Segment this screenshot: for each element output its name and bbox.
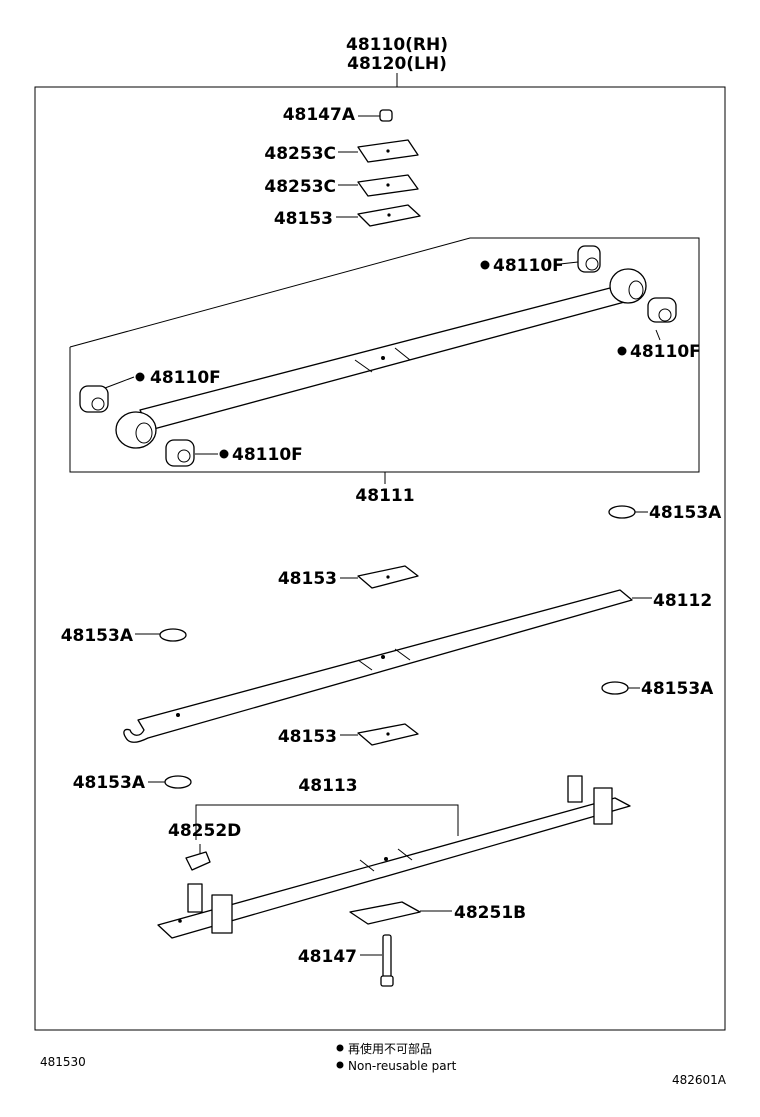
legend-text-jp: 再使用不可部品 [348, 1041, 432, 1056]
non-reusable-dot-right [617, 346, 627, 356]
legend-text-en: Non-reusable part [348, 1059, 457, 1073]
leaf-48112-center-mark-a [357, 659, 373, 671]
bushing-48110F-left-hole [91, 397, 105, 411]
leaf-48113-shape [157, 797, 631, 939]
legend-dot-en [336, 1061, 344, 1069]
assembly-number-lh: 48120(LH) [347, 54, 447, 74]
label-48153A-right-lower: 48153A [641, 679, 714, 699]
main-leaf-center-bolt [381, 356, 385, 360]
label-48153A-left-upper: 48153A [61, 626, 134, 646]
leaf-48113-clip-right-b [593, 787, 613, 825]
leaf-48113-clip-right-a [567, 775, 583, 803]
leaf-48113-center-mark-a [359, 859, 375, 872]
label-48153-mid: 48153 [278, 569, 337, 589]
label-48153-low: 48153 [278, 727, 337, 747]
bushing-48110F-right-hole [658, 308, 672, 322]
label-48251B: 48251B [454, 903, 526, 923]
footer-left-code: 481530 [40, 1055, 86, 1069]
leaf-48113-center-bolt [384, 857, 388, 861]
label-48153A-left-lower: 48153A [73, 773, 146, 793]
leaf-48113-clip-left-a [187, 883, 203, 913]
main-leaf-center-mark-a [354, 359, 373, 373]
pad-48153-top-hole [387, 213, 391, 217]
non-reusable-dot-bottom [219, 449, 229, 459]
pad-48153A-left-lower [164, 775, 192, 789]
assembly-number-rh: 48110(RH) [346, 35, 448, 55]
leader-48110F-right [655, 329, 661, 341]
label-48110F-left: 48110F [150, 368, 221, 388]
clip-48252D-shape [185, 851, 211, 871]
pad-48153A-left-upper [159, 628, 187, 642]
leaf-48112-center-bolt [381, 655, 385, 659]
pad-48153A-right-upper [608, 505, 636, 519]
plate-48251B-shape [349, 901, 421, 925]
leaf-48111-frame [69, 237, 700, 473]
legend-dot-jp [336, 1044, 344, 1052]
leader-48110F-top-right [559, 261, 579, 265]
label-48147: 48147 [298, 947, 357, 967]
leader-48110F-left [104, 376, 135, 389]
plate-48253C-top-hole [386, 149, 390, 153]
non-reusable-dot-left [135, 372, 145, 382]
label-48147A: 48147A [283, 105, 356, 125]
label-48111: 48111 [355, 486, 414, 506]
leader-48113 [195, 804, 459, 840]
label-48252D: 48252D [168, 821, 241, 841]
pad-48153-mid-hole [386, 575, 390, 579]
leaf-48112-shape [123, 589, 633, 743]
label-48253C-mid: 48253C [264, 177, 336, 197]
pad-48153A-right-lower [601, 681, 629, 695]
main-leaf-48111-shape [139, 287, 633, 431]
main-leaf-center-mark-b [394, 347, 411, 361]
pad-48153-low-hole [386, 732, 390, 736]
main-leaf-right-eye-hole [628, 280, 644, 300]
label-48113: 48113 [298, 776, 357, 796]
label-48253C-top: 48253C [264, 144, 336, 164]
leaf-48113-center-mark-b [397, 848, 413, 861]
non-reusable-dot-top-right [480, 260, 490, 270]
main-leaf-right-eye [609, 268, 647, 304]
bolt-48147-shank [382, 934, 392, 980]
leaf-48113-end-hole [178, 919, 182, 923]
label-48110F-top-right: 48110F [493, 256, 564, 276]
bushing-48110F-bottom-hole [177, 449, 191, 463]
leaf-48113-clip-left-b [211, 894, 233, 934]
label-48153A-right-upper: 48153A [649, 503, 722, 523]
plate-48253C-mid-hole [386, 183, 390, 187]
bushing-48110F-bottom [165, 439, 195, 467]
main-leaf-left-eye-hole [135, 422, 153, 444]
label-48112: 48112 [653, 591, 712, 611]
footer-right-code: 482601A [672, 1073, 727, 1087]
label-48153-top: 48153 [274, 209, 333, 229]
nut-48147A-shape [379, 109, 393, 122]
label-48110F-bottom: 48110F [232, 445, 303, 465]
label-48110F-right: 48110F [630, 342, 701, 362]
leaf-48112-end-hole [176, 713, 180, 717]
bolt-48147-head [380, 975, 394, 987]
leaf-48112-center-mark-b [394, 648, 411, 661]
bushing-48110F-top-right-hole [585, 257, 599, 271]
assembly-frame [34, 86, 726, 1031]
